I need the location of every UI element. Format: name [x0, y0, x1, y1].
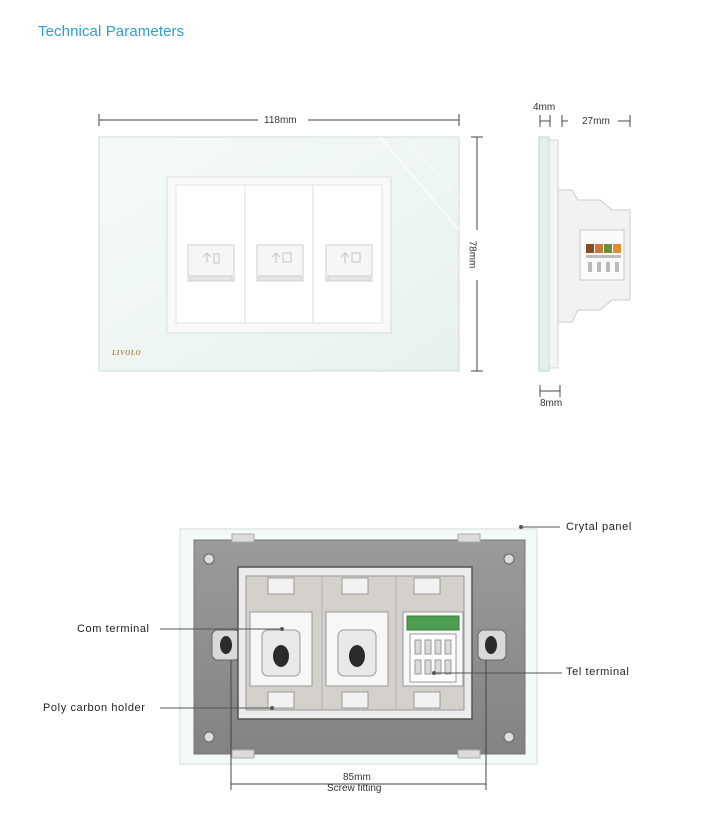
front-view: [98, 114, 483, 372]
height-dimension-label: 78mm: [466, 240, 478, 269]
side-view: [538, 115, 631, 397]
width-dimension-label: 118mm: [264, 115, 297, 126]
crystal-panel-label: Crytal panel: [566, 521, 632, 533]
port-1: [187, 244, 235, 282]
com-terminal-label: Com terminal: [77, 623, 150, 635]
brand-logo: LIVOLO: [112, 349, 142, 357]
glass-thickness-label: 4mm: [533, 102, 556, 113]
com-terminal-2: [325, 611, 389, 687]
width-dimension-line: [98, 114, 460, 126]
port-2: [256, 244, 304, 282]
port-3: [325, 244, 373, 282]
com-terminal-1: [249, 611, 313, 687]
page-title: Technical Parameters: [38, 23, 185, 40]
poly-carbon-holder-label: Poly carbon holder: [43, 702, 146, 714]
frame-thickness-label: 8mm: [540, 398, 563, 409]
screw-fitting-caption: Screw fitting: [327, 783, 382, 794]
tel-terminal: [402, 611, 464, 687]
height-dimension-line: [471, 136, 483, 372]
tel-terminal-label: Tel terminal: [566, 666, 630, 678]
module-depth-label: 27mm: [582, 116, 610, 127]
back-view: [160, 525, 562, 790]
screw-distance-label: 85mm: [343, 772, 371, 783]
side-glass: [538, 136, 550, 372]
